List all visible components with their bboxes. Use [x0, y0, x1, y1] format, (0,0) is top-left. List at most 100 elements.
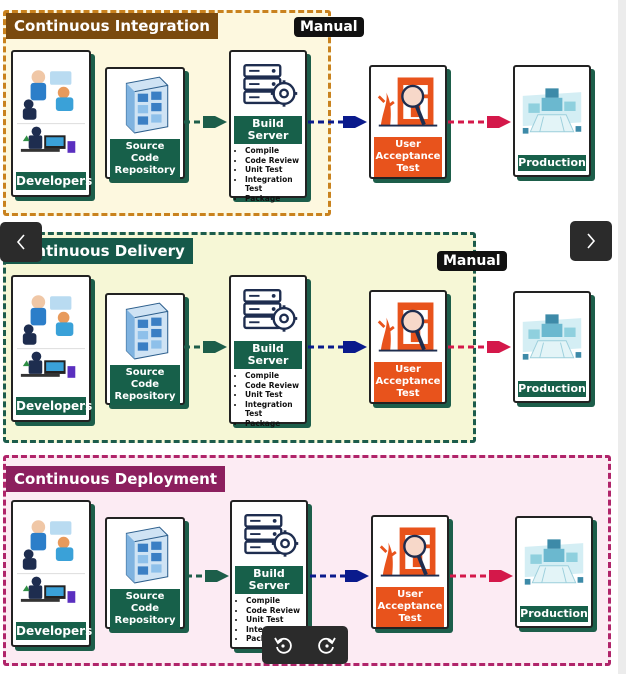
- manual-badge-integration: Manual: [294, 17, 364, 37]
- continuous-deployment-title: Continuous Deployment: [6, 466, 226, 492]
- user-acceptance-test-label: User Acceptance Test: [374, 362, 442, 402]
- build-label-line2: Server: [247, 129, 289, 142]
- arrow-source-to-build: [184, 116, 227, 128]
- source-code-repository-label: Source Code Repository: [110, 589, 180, 629]
- developers-card: Developers: [11, 500, 93, 647]
- server-gear-icon: [235, 56, 301, 114]
- uat-label-line2: Acceptance: [375, 151, 441, 162]
- developers-label: Developers: [16, 172, 93, 190]
- build-server-label: Build Server: [234, 341, 302, 369]
- arrow-uat-to-production: [448, 341, 511, 353]
- user-acceptance-test-label: User Acceptance Test: [376, 587, 444, 627]
- arrow-uat-to-production: [450, 570, 513, 582]
- image-control-bar: [262, 626, 348, 664]
- source-label-line2: Repository: [114, 165, 176, 176]
- production-card: Production: [513, 291, 591, 403]
- build-step-item: Compile: [245, 371, 305, 381]
- arrow-build-to-uat: [310, 570, 369, 582]
- build-step-item: Code Review: [245, 381, 305, 391]
- uat-label-line3: Test: [396, 163, 420, 174]
- server-gear-icon: [235, 281, 301, 339]
- build-step-item: Integration Test: [245, 175, 305, 194]
- build-label-line2: Server: [248, 579, 290, 592]
- production-factory-icon: [519, 297, 585, 377]
- build-server-card: Build Server CompileCode ReviewUnit Test…: [230, 500, 308, 649]
- uat-label-line3: Test: [398, 613, 422, 624]
- uat-label-line1: User: [395, 139, 421, 150]
- build-step-item: Compile: [246, 596, 300, 606]
- developers-illustration: [17, 281, 85, 393]
- user-acceptance-test-card: User Acceptance Test: [369, 290, 447, 404]
- build-steps-list: CompileCode ReviewUnit TestIntegration T…: [237, 371, 305, 428]
- build-steps-list: CompileCode ReviewUnit TestIntegration T…: [237, 146, 305, 203]
- build-step-item: Pack: [246, 634, 300, 644]
- user-acceptance-test-label: User Acceptance Test: [374, 137, 442, 177]
- chevron-right-icon: [587, 233, 596, 249]
- uat-label-line2: Acceptance: [377, 601, 443, 612]
- source-code-repository-card: Source Code Repository: [105, 293, 185, 405]
- production-label: Production: [520, 606, 588, 622]
- developers-label: Developers: [16, 397, 93, 415]
- rotate-left-icon[interactable]: [272, 634, 294, 656]
- file-cabinet-icon: [111, 523, 179, 585]
- chevron-left-icon: [16, 234, 25, 250]
- build-step-item: Code Review: [246, 606, 300, 616]
- build-server-card: Build Server CompileCode ReviewUnit Test…: [229, 275, 307, 428]
- acceptance-test-icon: [377, 521, 443, 583]
- arrow-build-to-uat: [308, 341, 367, 353]
- production-label: Production: [518, 381, 586, 397]
- source-code-repository-label: Source Code Repository: [110, 365, 180, 405]
- arrow-uat-to-production: [448, 116, 511, 128]
- developers-illustration: [17, 56, 85, 168]
- uat-label-line1: User: [397, 589, 423, 600]
- source-code-repository-card: Source Code Repository: [105, 517, 185, 629]
- production-card: Production: [513, 65, 591, 177]
- file-cabinet-icon: [111, 299, 179, 361]
- uat-label-line1: User: [395, 364, 421, 375]
- uat-label-line3: Test: [396, 388, 420, 399]
- server-gear-icon: [236, 506, 302, 564]
- source-label-line2: Repository: [114, 391, 176, 402]
- build-step-item: Code Review: [245, 156, 305, 166]
- developers-label: Developers: [16, 622, 93, 640]
- build-step-item: Unit Test: [245, 390, 305, 400]
- source-label-line2: Repository: [114, 615, 176, 626]
- rotate-right-icon[interactable]: [316, 634, 338, 656]
- acceptance-test-icon: [375, 296, 441, 358]
- user-acceptance-test-card: User Acceptance Test: [371, 515, 449, 629]
- next-slide-button[interactable]: [570, 221, 612, 261]
- arrow-source-to-build: [184, 341, 227, 353]
- build-step-item: Unit Test: [245, 165, 305, 175]
- build-step-item: Unit Test: [246, 615, 300, 625]
- source-code-repository-card: Source Code Repository: [105, 67, 185, 179]
- uat-label-line2: Acceptance: [375, 376, 441, 387]
- build-steps-list: CompileCode ReviewUnit TestIntegPack: [238, 596, 300, 644]
- build-label-line2: Server: [247, 354, 289, 367]
- production-label: Production: [518, 155, 586, 171]
- developers-card: Developers: [11, 50, 93, 197]
- build-label-line1: Build: [253, 567, 285, 580]
- production-card: Production: [515, 516, 593, 628]
- build-server-label: Build Server: [234, 116, 302, 144]
- source-label-line1: Source Code: [125, 591, 165, 614]
- build-step-item: Integ: [246, 625, 300, 635]
- previous-slide-button[interactable]: [0, 222, 42, 262]
- build-step-item: Package: [245, 194, 305, 204]
- acceptance-test-icon: [375, 71, 441, 133]
- build-step-item: Integration Test: [245, 400, 305, 419]
- source-label-line1: Source Code: [125, 367, 165, 390]
- continuous-integration-title: Continuous Integration: [6, 13, 218, 39]
- arrow-source-to-build: [186, 570, 229, 582]
- build-step-item: Compile: [245, 146, 305, 156]
- file-cabinet-icon: [111, 73, 179, 135]
- build-step-item: Package: [245, 419, 305, 429]
- build-label-line1: Build: [252, 117, 284, 130]
- right-scrollbar-band: [618, 0, 626, 674]
- user-acceptance-test-card: User Acceptance Test: [369, 65, 447, 179]
- arrow-build-to-uat: [308, 116, 367, 128]
- source-label-line1: Source Code: [125, 141, 165, 164]
- developers-illustration: [17, 506, 85, 618]
- build-server-label: Build Server: [235, 566, 303, 594]
- production-factory-icon: [519, 71, 585, 151]
